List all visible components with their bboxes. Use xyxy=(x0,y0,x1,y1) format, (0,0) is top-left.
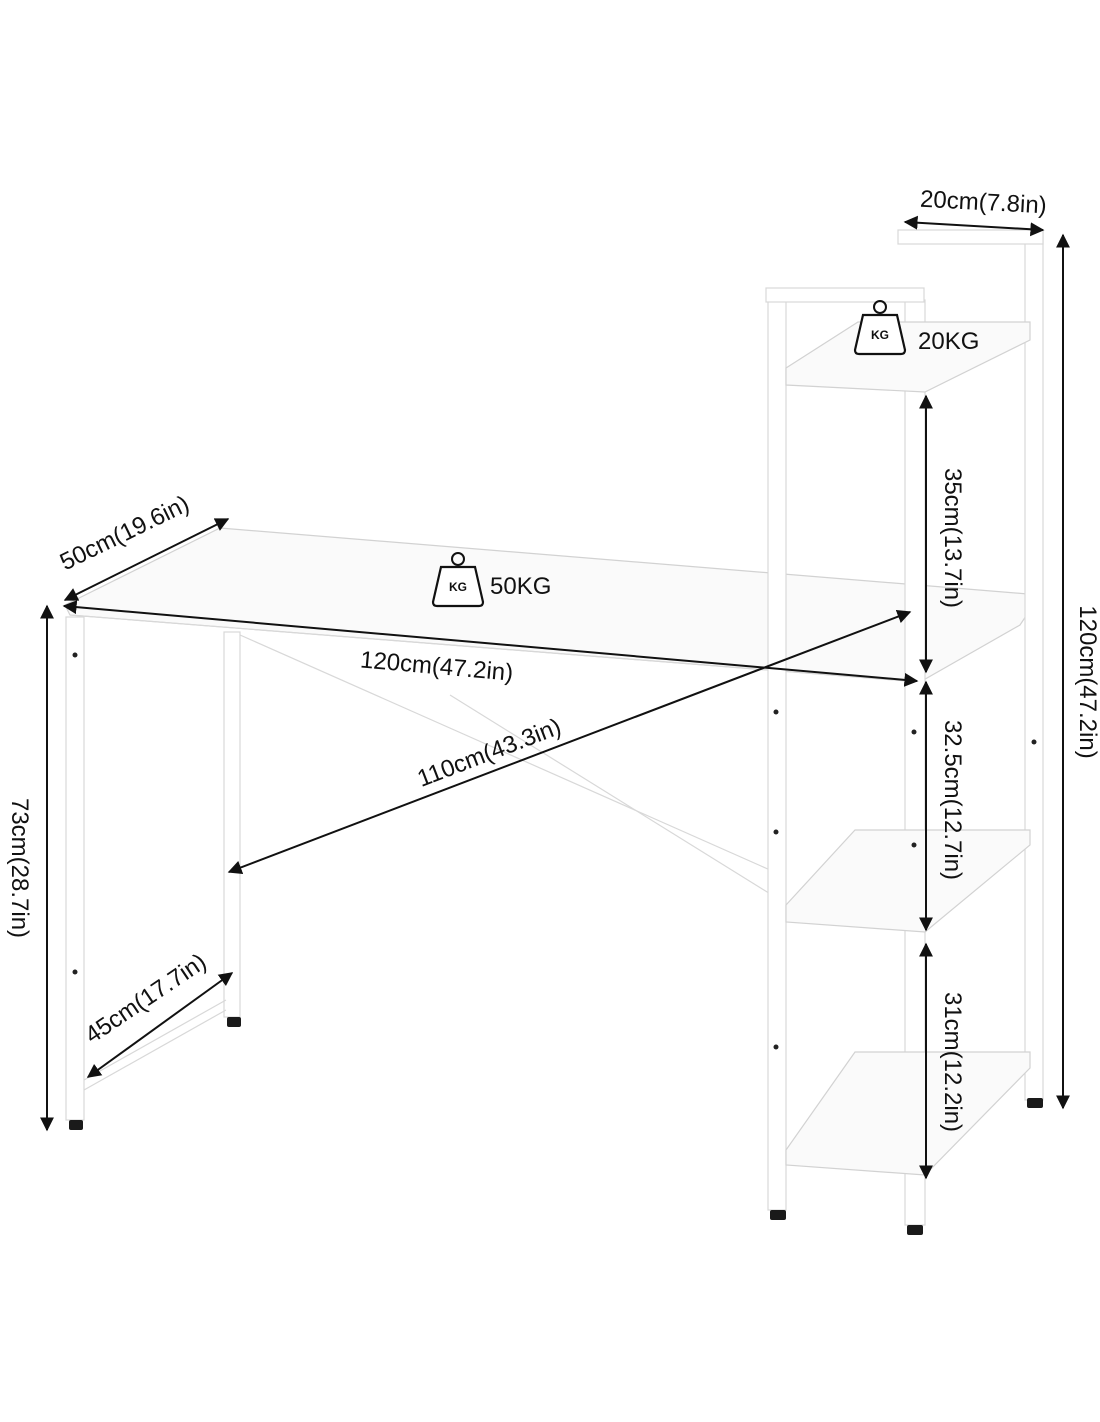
foot xyxy=(69,1120,83,1130)
top-gap-label: 35cm(13.7in) xyxy=(939,468,966,608)
desk-weight-label: KG 50KG xyxy=(431,552,551,608)
desk-height-label: 73cm(28.7in) xyxy=(6,798,33,938)
bottom-gap-label: 31cm(12.2in) xyxy=(939,992,966,1132)
shelf-weight-label: KG 20KG xyxy=(853,300,979,356)
kg-weight-icon: KG xyxy=(853,300,907,356)
shelf-top-frame xyxy=(897,229,1044,245)
desktop-board xyxy=(64,527,1042,683)
foot xyxy=(1027,1098,1043,1108)
desk-length-label: 120cm(47.2in) xyxy=(359,646,514,686)
shelf-mid-frame xyxy=(765,287,925,303)
foot xyxy=(227,1017,241,1027)
shelf-back-right-post xyxy=(1024,229,1044,1101)
svg-text:KG: KG xyxy=(871,328,889,342)
shelf-width-arrow xyxy=(903,215,1045,237)
left-front-leg xyxy=(65,616,85,1121)
leg-depth-arrow xyxy=(86,972,234,1078)
desk-capacity-label: 50KG xyxy=(490,573,551,600)
middle-gap-label: 32.5cm(12.7in) xyxy=(939,720,966,880)
shelf-top xyxy=(785,321,1031,393)
foot xyxy=(770,1210,786,1220)
shelf-middle xyxy=(785,829,1031,933)
shelf-capacity-label: 20KG xyxy=(918,328,979,355)
dimension-lines xyxy=(40,215,1070,1180)
shelf-width-label: 20cm(7.8in) xyxy=(919,186,1047,220)
foot xyxy=(907,1225,923,1235)
svg-text:KG: KG xyxy=(449,580,467,594)
desk-depth-arrow xyxy=(63,518,230,601)
left-back-leg xyxy=(223,631,241,1018)
total-height-label: 120cm(47.2in) xyxy=(1074,605,1100,758)
shelf-bottom xyxy=(785,1051,1031,1176)
shelf-front-left-post xyxy=(767,289,787,1211)
leg-span-arrow xyxy=(227,609,912,875)
